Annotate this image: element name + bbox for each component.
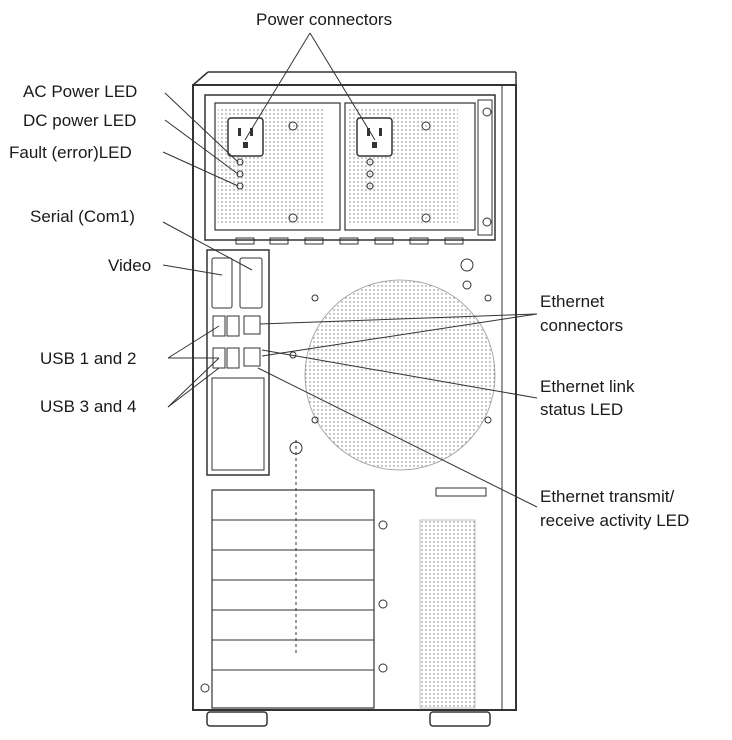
label-ethernet-activity-line1: Ethernet transmit/ — [540, 487, 674, 506]
callout-lines — [162, 32, 538, 508]
chassis — [192, 71, 517, 711]
label-video: Video — [108, 256, 151, 275]
label-usb-3-4: USB 3 and 4 — [40, 397, 136, 416]
label-ethernet-activity-line2: receive activity LED — [540, 511, 689, 530]
chassis-feet — [206, 711, 491, 727]
power-connector-right — [356, 117, 393, 157]
expansion-slots — [200, 489, 388, 709]
label-ethernet-connectors-line2: connectors — [540, 316, 623, 335]
chassis-features — [289, 258, 492, 709]
fan-grille — [304, 279, 496, 471]
power-supply-leds — [236, 158, 374, 190]
video-port — [211, 257, 233, 309]
ethernet-port-1 — [243, 315, 261, 335]
serial-port — [239, 257, 263, 309]
power-connector-left — [227, 117, 264, 157]
label-ac-power-led: AC Power LED — [23, 82, 137, 101]
label-fault-led: Fault (error)LED — [9, 143, 132, 162]
label-ethernet-connectors-line1: Ethernet — [540, 292, 605, 311]
label-usb-1-2: USB 1 and 2 — [40, 349, 136, 368]
label-ethernet-link-line2: status LED — [540, 400, 623, 419]
label-ethernet-link-line1: Ethernet link — [540, 377, 635, 396]
ethernet-port-2 — [243, 347, 261, 367]
label-dc-power-led: DC power LED — [23, 111, 136, 130]
label-serial: Serial (Com1) — [30, 207, 135, 226]
io-panel — [206, 249, 270, 476]
label-power-connectors: Power connectors — [256, 10, 392, 29]
callout-labels: Power connectors AC Power LED DC power L… — [9, 10, 689, 530]
